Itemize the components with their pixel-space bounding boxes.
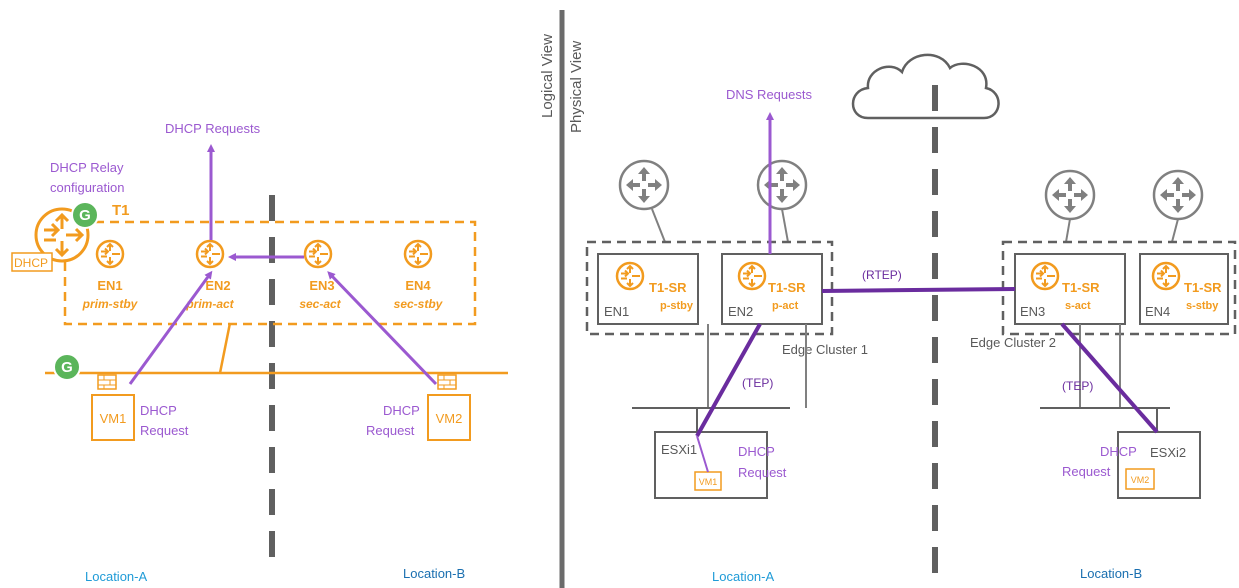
phys-en3-name: EN3 xyxy=(1020,304,1045,319)
en1-name: EN1 xyxy=(97,278,122,293)
phys-en2-sr: T1-SR xyxy=(768,280,806,295)
vm1-label: VM1 xyxy=(100,411,127,426)
en1-role: prim-stby xyxy=(82,297,139,311)
vm2-label: VM2 xyxy=(436,411,463,426)
arrow-vm2-to-en3 xyxy=(327,271,438,386)
router-top-3-icon xyxy=(1044,169,1096,221)
dhcp-tag xyxy=(11,252,53,272)
location-b-label-left: Location-B xyxy=(403,566,465,581)
esxi2-label: ESXi2 xyxy=(1150,445,1186,460)
phys-en1-box[interactable] xyxy=(597,253,699,325)
svg-text:G: G xyxy=(79,207,91,224)
phys-en3-state: s-act xyxy=(1065,300,1091,312)
vm2-firewall-icon xyxy=(437,374,457,390)
phys-vm2-label: VM2 xyxy=(1131,475,1150,485)
physical-view: Edge Cluster 1 Edge Cluster 2 T1-SR p-st… xyxy=(585,53,1237,585)
en4-role: sec-stby xyxy=(394,297,444,311)
en4-router-icon[interactable] xyxy=(403,239,433,269)
segment-connector xyxy=(218,322,232,374)
vm2-box[interactable] xyxy=(427,394,471,441)
edge-cluster-1-label: Edge Cluster 1 xyxy=(782,342,868,357)
phys-en2-name: EN2 xyxy=(728,304,753,319)
location-b-label-right: Location-B xyxy=(1080,566,1142,581)
phys-en3-router-icon xyxy=(1030,261,1060,291)
vm2-request-line2: Request xyxy=(366,423,415,438)
router-top-4-icon xyxy=(1152,169,1204,221)
en1-router-icon[interactable] xyxy=(95,239,125,269)
rtep-tunnel xyxy=(821,287,1016,293)
relay-config-line2: configuration xyxy=(50,180,124,195)
en3-name: EN3 xyxy=(309,278,334,293)
rtep-label: (RTEP) xyxy=(862,268,902,282)
dhcp-tag-label: DHCP xyxy=(14,256,48,270)
en4-name: EN4 xyxy=(405,278,431,293)
en2-name: EN2 xyxy=(205,278,230,293)
logical-view-label: Logical View xyxy=(539,34,556,118)
phys-en4-name: EN4 xyxy=(1145,304,1170,319)
view-divider: Logical View Physical View xyxy=(539,10,585,588)
phys-en4-state: s-stby xyxy=(1186,300,1219,312)
esxi2-request-line1: DHCP xyxy=(1100,444,1137,459)
esxi1-request-line1: DHCP xyxy=(738,444,775,459)
phys-en1-name: EN1 xyxy=(604,304,629,319)
location-a-label-left: Location-A xyxy=(85,569,147,584)
g-badge-segment: G xyxy=(53,353,81,381)
phys-en1-router-icon xyxy=(615,261,645,291)
arrow-vm1-to-en2 xyxy=(128,270,213,385)
vm1-request-line1: DHCP xyxy=(140,403,177,418)
edge-cluster-1-box xyxy=(585,240,834,336)
en2-role: prim-act xyxy=(185,297,234,311)
tep-tunnel-left xyxy=(695,323,762,437)
dns-requests-label: DNS Requests xyxy=(726,87,812,102)
router-top-1-icon xyxy=(618,159,670,211)
phys-en1-sr: T1-SR xyxy=(649,280,687,295)
router-top-2-icon xyxy=(756,159,808,211)
g-badge-top: G xyxy=(71,201,99,229)
phys-en2-router-icon xyxy=(737,261,767,291)
phys-vm1-label: VM1 xyxy=(699,477,718,487)
vm1-request-line2: Request xyxy=(140,423,189,438)
en3-router-icon[interactable] xyxy=(303,239,333,269)
en2-router-icon[interactable] xyxy=(195,239,225,269)
relay-config-line1: DHCP Relay xyxy=(50,160,124,175)
vm1-firewall-icon xyxy=(97,374,117,390)
tep-right-label: (TEP) xyxy=(1062,379,1093,393)
phys-en4-sr: T1-SR xyxy=(1184,280,1222,295)
phys-vm2-box[interactable] xyxy=(1125,468,1155,490)
vm1-box[interactable] xyxy=(91,394,135,441)
physical-view-label: Physical View xyxy=(568,41,585,133)
logical-view: DHCP G G T1 DHCP Relay configuration EN1… xyxy=(11,121,508,584)
location-a-label-right: Location-A xyxy=(712,569,774,584)
edge-cluster-2-label: Edge Cluster 2 xyxy=(970,335,1056,350)
phys-en2-state: p-act xyxy=(772,300,799,312)
cloud-icon xyxy=(851,53,1000,120)
phys-en4-router-icon xyxy=(1151,261,1181,291)
phys-en4-box[interactable] xyxy=(1139,253,1229,325)
tep-left-label: (TEP) xyxy=(742,376,773,390)
dhcp-requests-label: DHCP Requests xyxy=(165,121,261,136)
phys-en1-state: p-stby xyxy=(660,300,694,312)
svg-text:G: G xyxy=(61,359,73,376)
tep-tunnel-right xyxy=(1060,322,1159,434)
en3-role: sec-act xyxy=(299,297,341,311)
phys-en3-sr: T1-SR xyxy=(1062,280,1100,295)
esxi1-request-line2: Request xyxy=(738,465,787,480)
vm2-request-line1: DHCP xyxy=(383,403,420,418)
esxi2-request-line2: Request xyxy=(1062,464,1111,479)
esxi1-label: ESXi1 xyxy=(661,442,697,457)
t1-label: T1 xyxy=(112,202,130,219)
